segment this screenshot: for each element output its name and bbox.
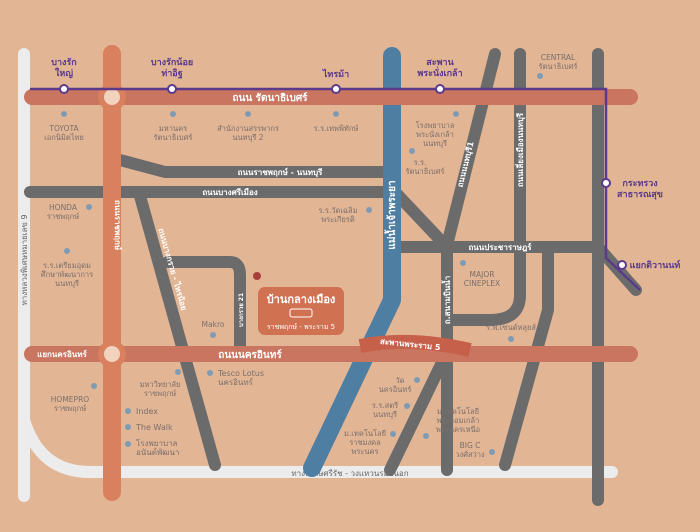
poi-label: ร.พ.เซนต์หลุยส์ <box>486 323 536 332</box>
poi-label: ม.เทคโนโลยี <box>344 429 386 438</box>
poi-markers <box>61 73 543 455</box>
poi-label: ร.ร.วัดเฉลิม <box>318 206 357 215</box>
poi-label: นครอินทร์ <box>218 377 254 387</box>
poi-label: พระนคร <box>351 447 378 456</box>
poi-label: นนทบุรี <box>55 279 79 288</box>
transit-line <box>30 87 641 291</box>
road-label: ถนนนครอินทร์ <box>218 349 282 361</box>
poi-label: นครอินทร์ <box>379 385 412 394</box>
poi-label: รัตนาธิเบศร์ <box>406 167 445 176</box>
poi-label: ราชมงคล <box>349 438 381 447</box>
poi-label: CINEPLEX <box>464 279 500 288</box>
station-label: แยกติวานนท์ <box>630 259 681 271</box>
road-label: ถนนประชาราษฎร์ <box>468 242 532 252</box>
road-label: ถ.สนามบินน้ำ <box>441 276 452 325</box>
poi-label: TOYOTA <box>48 124 79 133</box>
poi-label: ร.ร.สตรี <box>372 401 398 410</box>
poi-label: รัตนาธิเบศร์ <box>154 133 193 142</box>
expressway <box>18 48 618 502</box>
poi-label: Index <box>136 407 158 416</box>
poi-label: ราชพฤกษ์ <box>47 212 79 221</box>
highway9-label: ทางหลวงพิเศษหมายเลข 9 <box>20 214 29 305</box>
project-marker[interactable]: บ้านกลางเมือง ราชพฤกษ์ - พระราม 5 <box>258 287 344 335</box>
poi-label: HOMEPRO <box>51 395 89 404</box>
station-label: พระนั่งเกล้า <box>417 66 462 79</box>
poi-label: มหานคร <box>159 124 187 133</box>
poi-label: วัด <box>395 376 404 385</box>
poi-label: นนทบุรี 2 <box>232 133 263 142</box>
poi-label: สำนักงานสรรพากร <box>217 124 279 133</box>
project-name: บ้านกลางเมือง <box>267 293 336 306</box>
station-label: บางรักน้อย <box>151 57 193 68</box>
poi-label: โรงพยาบาล <box>416 121 455 130</box>
poi-label: อนันต์พัฒนา <box>136 447 179 457</box>
poi-label: ราชพฤกษ์ <box>144 389 176 398</box>
poi-label: พระจอมเกล้า <box>437 416 480 425</box>
poi-label: HONDA <box>49 203 78 212</box>
station-label: ใหญ่ <box>55 67 73 79</box>
poi-label: รัตนาธิเบศร์ <box>539 62 578 71</box>
poi-label: ราชพฤกษ์ <box>54 404 86 413</box>
chao-phraya-river <box>303 47 401 477</box>
station-label: ท่าอิฐ <box>161 68 182 79</box>
poi-label: ร.ร. <box>414 158 427 167</box>
outer-ring-label: ทางพิเศษศรีรัช - วงแหวนรอบนอก <box>291 469 408 478</box>
station-label: บางรัก <box>51 57 76 68</box>
stations <box>59 84 627 270</box>
junction-center <box>104 89 120 105</box>
poi-label: MAJOR <box>470 270 495 279</box>
road-label: แยกนครอินทร์ <box>37 349 87 359</box>
poi-label: BIG C <box>460 441 481 450</box>
poi-label: วงศ์สว่าง <box>455 450 485 459</box>
poi-label: เอกนิมิตไทย <box>44 133 84 142</box>
road-label: บางกรวย 21 <box>238 293 245 327</box>
station-label: ไทรม้า <box>322 68 349 80</box>
road-label: ถนน รัตนาธิเบศร์ <box>232 92 308 104</box>
poi-label: Makro <box>202 320 225 329</box>
road-label: ถนนราชพฤกษ์ <box>113 200 123 251</box>
poi-label: Tesco Lotus <box>217 369 264 378</box>
project-logo-icon <box>289 308 313 318</box>
station-label: กระทรวง <box>622 179 657 189</box>
poi-label: The Walk <box>135 423 173 432</box>
poi-label: โรงพยาบาล <box>136 438 178 448</box>
poi-label: นนทบุรี <box>423 139 447 148</box>
poi-label: CENTRAL <box>541 53 576 62</box>
poi-label: นนทบุรี <box>373 410 397 419</box>
poi-label: พระเกียรติ <box>321 215 355 224</box>
road-label: ถนนราชพฤกษ์ - นนทบุรี <box>238 167 323 178</box>
road-label: ถนนเลี่ยงเมืองนนทบุรี <box>514 112 526 187</box>
poi-label: ศึกษาพัฒนาการ <box>41 270 94 279</box>
rama5-bridge <box>358 334 472 357</box>
local-roads <box>24 48 642 506</box>
poi-label: ม.เทคโนโลยี <box>437 407 479 416</box>
road-label: ถนนบางศรีเมือง <box>202 187 257 197</box>
poi-label: ร.ร.เตรียมอุดม <box>43 261 91 270</box>
poi-label: ร.ร.เทพพิทักษ์ <box>314 124 359 133</box>
river-label: แม่น้ำเจ้าพระยา <box>384 180 398 249</box>
poi-label: มหาวิทยาลัย <box>140 380 181 389</box>
station-label: สะพาน <box>426 58 454 68</box>
project-location: ราชพฤกษ์ - พระราม 5 <box>267 323 335 331</box>
junction-center <box>104 346 120 362</box>
poi-label: พระนั่งเกล้า <box>416 129 454 139</box>
poi-label: พระนครเหนือ <box>436 425 480 434</box>
station-label: สาธารณสุข <box>617 190 663 200</box>
